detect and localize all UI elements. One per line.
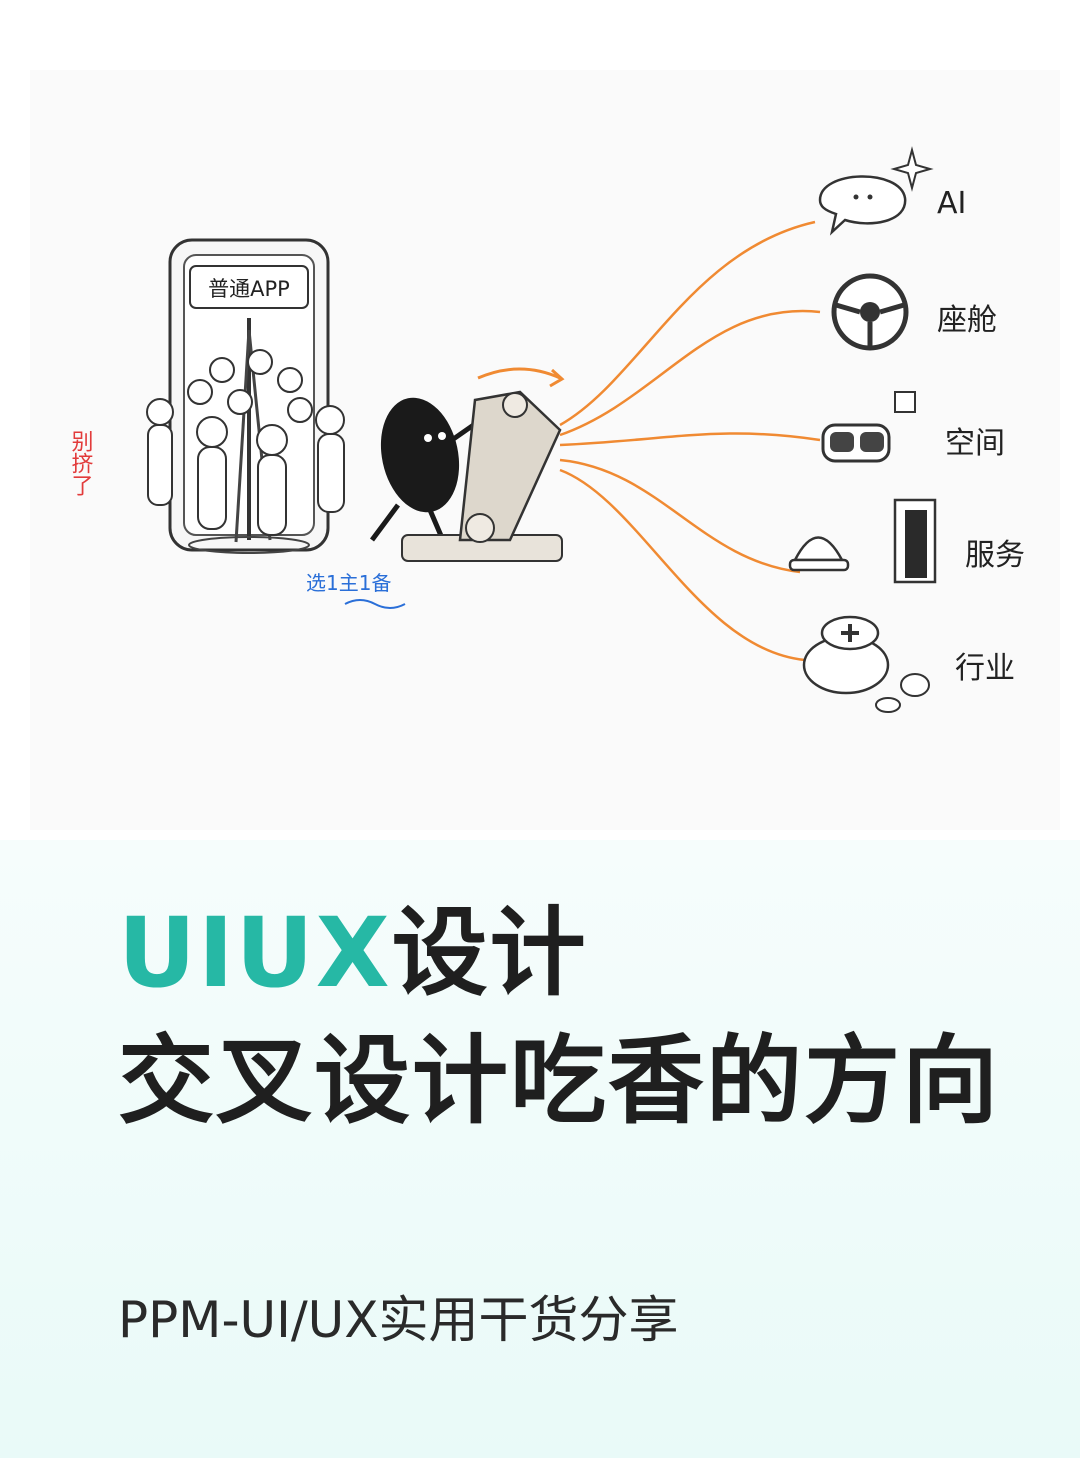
vr-headset-icon [821,391,916,463]
track-cockpit [559,309,821,437]
track-space [559,432,821,447]
chat-bubble-icon [818,146,934,236]
title-line-2: 交叉设计吃香的方向 [118,1025,1000,1137]
title-line-1-rest: 设计 [391,897,588,1009]
title-accent: UIUX [118,897,392,1009]
steering-wheel-icon [831,273,909,351]
subtitle: PPM-UI/UX实用干货分享 [118,1291,679,1349]
crowd-figures [146,349,345,536]
branch-label-industry: 行业 [955,651,1015,686]
cover-illustration: 普通APP 别挤了 选1主1备 [67,146,1025,713]
title-line-1: UIUX设计 [118,898,588,1008]
branch-label-cockpit: 座舱 [937,303,997,338]
title-panel: UIUX设计 交叉设计吃香的方向 PPM-UI/UX实用干货分享 [0,840,1080,1458]
branch-label-space: 空间 [945,426,1005,461]
phone-door-group: 普通APP 别挤了 [68,238,345,554]
door-panel-left [234,329,251,543]
service-bell-icon [788,498,937,584]
track-service [559,458,801,574]
branch-label-service: 服务 [965,538,1025,573]
knob-dial-icon [802,615,930,713]
branch-label-ai: AI [937,186,966,221]
track-industry [559,468,806,662]
bean-body [380,397,460,513]
track-ai [559,220,816,427]
caption: 选1主1备 [306,571,391,595]
door-base [188,536,310,554]
rail-switch-lever [401,390,563,562]
phone-label: 普通APP [208,277,290,301]
rail-tracks [559,220,821,662]
phone-label-box [189,265,309,309]
side-note: 别挤了 [68,430,94,496]
push-arrow [477,367,561,380]
